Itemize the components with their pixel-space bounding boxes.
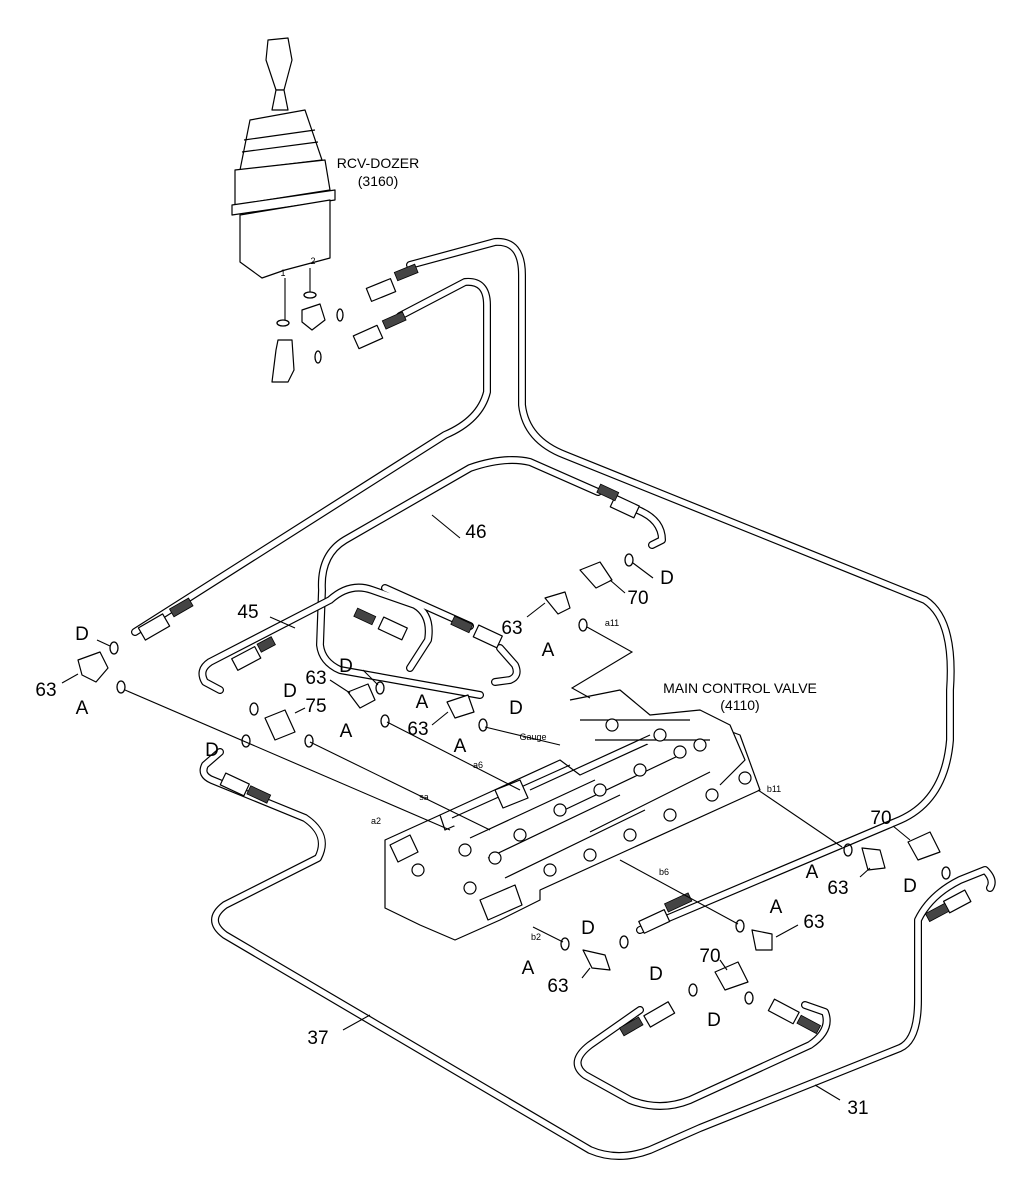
part-70-label: 70 — [870, 808, 891, 829]
part-63-label: 63 — [305, 668, 326, 689]
port-b2-label: b2 — [531, 932, 541, 942]
part-63-label: 63 — [407, 719, 428, 740]
part-a-label: A — [340, 721, 353, 742]
port-a11-label: a11 — [605, 618, 619, 628]
part-a-label: A — [454, 736, 467, 757]
rcv-port-1-label: 1 — [280, 268, 285, 278]
o-rings — [109, 553, 951, 1005]
hose-31 — [573, 1001, 831, 1110]
part-a-label: A — [416, 692, 429, 713]
fitting-75-tee — [264, 709, 296, 741]
port-a2-label: a2 — [371, 816, 381, 826]
port-labels: a11 Gauge a6 sa a2 b11 b6 b2 — [371, 618, 781, 942]
port-a6-label: a6 — [473, 760, 483, 770]
part-63-label: 63 — [501, 618, 522, 639]
fittings-70-tees — [579, 561, 941, 991]
hose-37-label: 37 — [307, 1028, 328, 1049]
main-control-valve — [384, 689, 761, 941]
main-control-valve-code: (4110) — [720, 697, 759, 713]
part-d-label: D — [707, 1010, 721, 1031]
rcv-dozer-lever — [231, 37, 344, 383]
part-d-label: D — [649, 964, 663, 985]
rcv-port-2-label: 2 — [310, 256, 315, 266]
hose-46 — [316, 456, 666, 699]
port-sa-label: sa — [419, 792, 429, 802]
hose-31-label: 31 — [847, 1098, 868, 1119]
part-63-label: 63 — [803, 912, 824, 933]
part-63-label: 63 — [35, 680, 56, 701]
port-b6-label: b6 — [659, 867, 669, 877]
hose-45-label: 45 — [237, 602, 258, 623]
part-70-label: 70 — [699, 946, 720, 967]
leader-lines — [61, 514, 911, 1101]
main-control-valve-label: MAIN CONTROL VALVE — [663, 680, 817, 696]
part-d-label: D — [660, 568, 674, 589]
part-75-label: 75 — [305, 696, 326, 717]
hose-rcv-to-b11 — [406, 237, 955, 934]
part-d-label: D — [205, 740, 219, 761]
part-63-label: 63 — [547, 976, 568, 997]
part-d-label: D — [509, 698, 523, 719]
part-a-label: A — [76, 698, 89, 719]
component-labels: RCV-DOZER (3160) 1 2 MAIN CONTROL VALVE … — [280, 155, 816, 713]
part-d-label: D — [283, 681, 297, 702]
part-a-label: A — [542, 640, 555, 661]
part-a-label: A — [806, 862, 819, 883]
part-63-label: 63 — [827, 878, 848, 899]
a-d-labels: D A D D A D A A D A D A D A D A D D — [75, 568, 917, 1031]
hose-labels: 46 45 37 31 — [237, 522, 868, 1119]
part-d-label: D — [903, 876, 917, 897]
part-a-label: A — [522, 958, 535, 979]
part-d-label: D — [581, 918, 595, 939]
hose-37 — [199, 748, 996, 1160]
hose-rcv-to-a-port — [131, 277, 491, 636]
fitting-labels: 63 63 63 63 63 63 63 70 70 70 75 — [35, 588, 891, 997]
port-gauge-label: Gauge — [519, 732, 546, 742]
hose-crimp-fittings — [137, 263, 972, 1037]
part-d-label: D — [339, 656, 353, 677]
rcv-dozer-label: RCV-DOZER — [337, 155, 419, 171]
hose-46-label: 46 — [465, 522, 486, 543]
fittings-63-elbows — [77, 591, 886, 971]
port-b11-label: b11 — [767, 784, 781, 794]
part-d-label: D — [75, 624, 89, 645]
part-a-label: A — [770, 897, 783, 918]
rcv-dozer-code: (3160) — [358, 173, 398, 189]
part-70-label: 70 — [627, 588, 648, 609]
